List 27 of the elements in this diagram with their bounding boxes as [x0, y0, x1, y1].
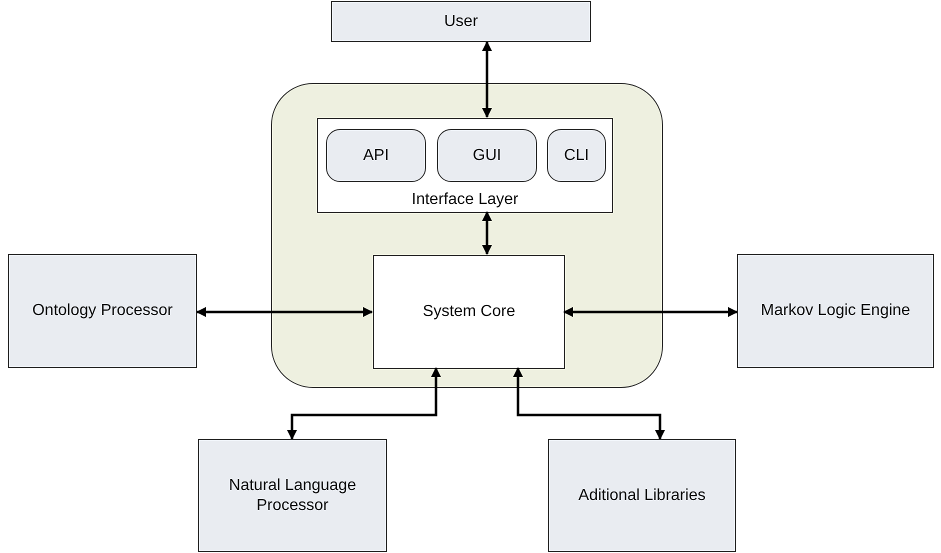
double-arrow — [482, 211, 492, 255]
node-label: Natural Language Processor — [228, 476, 358, 516]
double-arrow — [513, 367, 665, 440]
interface-pill — [437, 129, 537, 182]
double-arrow — [287, 367, 441, 440]
node-label: Ontology Processor — [31, 301, 174, 321]
double-arrow — [563, 307, 738, 317]
node-label: GUI — [472, 146, 502, 166]
node-label: User — [443, 12, 479, 32]
component-box — [737, 254, 934, 368]
component-box — [548, 439, 736, 552]
node-label: CLI — [563, 146, 590, 166]
interface-pill — [326, 129, 426, 182]
double-arrow — [482, 41, 492, 118]
component-box — [198, 439, 387, 552]
node-label: Aditional Libraries — [577, 486, 707, 506]
system-container — [271, 83, 663, 388]
node-label: API — [362, 146, 390, 166]
double-arrow — [196, 307, 373, 317]
core-box — [373, 255, 565, 369]
node-label: Markov Logic Engine — [760, 301, 912, 321]
node-label: System Core — [422, 302, 516, 322]
interface-layer-box — [317, 118, 613, 213]
component-box — [8, 254, 197, 368]
interface-pill — [547, 129, 606, 182]
component-box — [331, 1, 591, 42]
node-label: Interface Layer — [410, 190, 520, 210]
